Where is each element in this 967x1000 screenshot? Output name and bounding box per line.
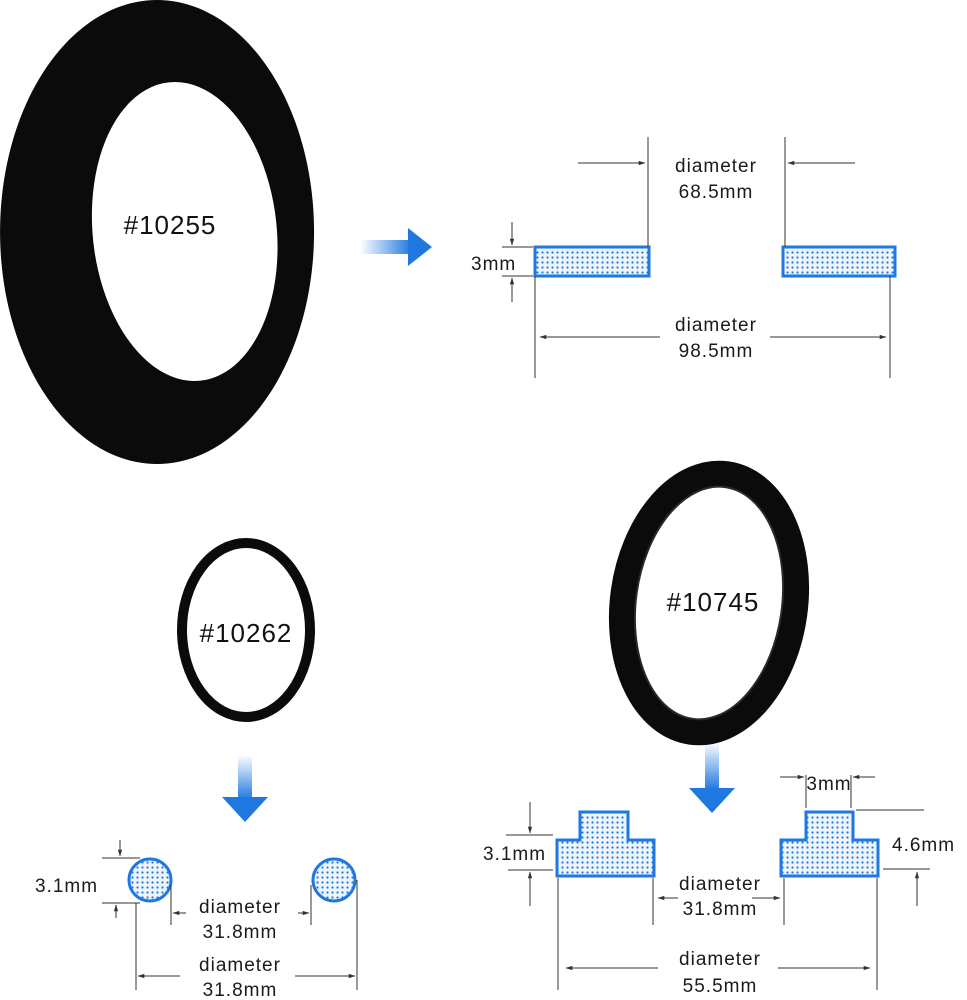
outer-diameter-label: diameter bbox=[675, 315, 757, 336]
section-right bbox=[779, 810, 880, 878]
thickness-value: 3mm bbox=[471, 254, 516, 275]
inner-diameter-label: diameter bbox=[199, 897, 281, 918]
inner-diameter-value: 31.8mm bbox=[203, 922, 278, 943]
cross-section-10255: diameter 68.5mm 3mm diameter 98.5mm bbox=[471, 137, 897, 378]
section-right bbox=[311, 857, 357, 903]
thickness-value: 3.1mm bbox=[483, 844, 546, 865]
inner-diameter-label: diameter bbox=[679, 874, 761, 895]
gasket-10255-ring bbox=[0, 0, 315, 464]
outer-diameter-value: 98.5mm bbox=[679, 341, 754, 362]
lip-width-value: 3mm bbox=[806, 774, 851, 795]
part-id-10255: #10255 bbox=[124, 210, 217, 240]
cross-section-10745: 3.1mm 3mm 4.6mm diameter 31.8mm diameter… bbox=[483, 774, 955, 997]
section-left bbox=[127, 857, 173, 903]
thickness-value: 3.1mm bbox=[35, 876, 98, 897]
inner-diameter-value: 31.8mm bbox=[683, 899, 758, 920]
gasket-10745-ring bbox=[608, 460, 810, 746]
section-left bbox=[555, 810, 656, 878]
o-ring-10262: #10262 bbox=[177, 538, 315, 722]
outer-diameter-label: diameter bbox=[679, 949, 761, 970]
o-ring-10262-ring bbox=[177, 538, 315, 722]
outer-diameter-value: 55.5mm bbox=[683, 976, 758, 997]
outer-diameter-value: 31.8mm bbox=[203, 980, 278, 1000]
gasket-10745: #10745 bbox=[608, 460, 810, 746]
total-height-value: 4.6mm bbox=[892, 835, 955, 856]
section-left bbox=[533, 245, 651, 278]
arrow-down-icon bbox=[689, 742, 735, 813]
arrow-down-icon bbox=[222, 755, 268, 822]
arrow-right-icon bbox=[360, 228, 432, 266]
cross-section-10262: 3.1mm diameter 31.8mm diameter 31.8mm bbox=[35, 840, 358, 1000]
part-id-10262: #10262 bbox=[200, 618, 293, 648]
outer-diameter-label: diameter bbox=[199, 955, 281, 976]
section-right bbox=[781, 245, 897, 278]
part-id-10745: #10745 bbox=[667, 587, 760, 617]
inner-diameter-value: 68.5mm bbox=[679, 182, 754, 203]
inner-diameter-label: diameter bbox=[675, 156, 757, 177]
gasket-10255: #10255 bbox=[0, 0, 315, 464]
